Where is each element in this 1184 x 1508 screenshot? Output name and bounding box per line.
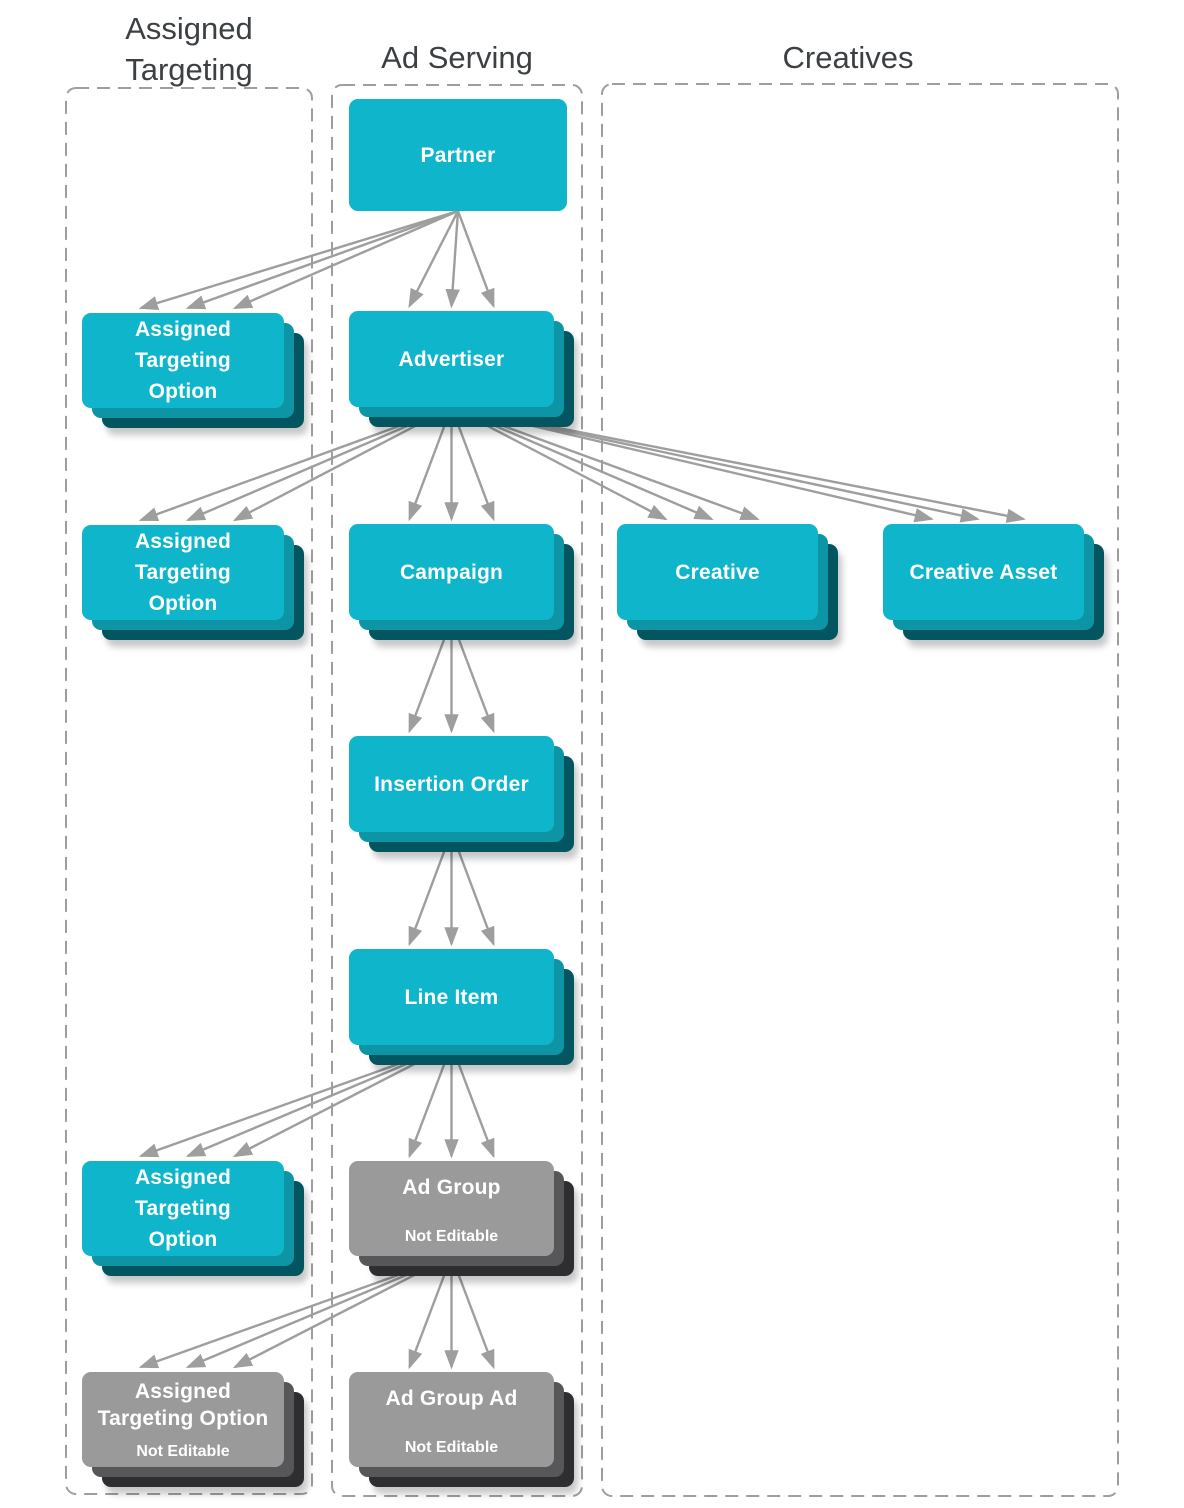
edge-campaign-to-insertion_order (450, 619, 495, 734)
node-assigned-targeting-option-3: Assigned Targeting Option (82, 1161, 284, 1256)
edge-ad_group-to-ad_group_ad (450, 1255, 495, 1370)
node-ad-group: Ad Group Not Editable (349, 1161, 554, 1256)
edge-insertion_order-to-line_item (408, 831, 453, 947)
node-label: Partner (420, 143, 496, 167)
node-label: Assigned Targeting Option (134, 530, 232, 615)
node-sublabel: Not Editable (404, 1438, 499, 1456)
node-label: Assigned Targeting Option (134, 1166, 232, 1251)
header-assigned-targeting: Assigned Targeting (125, 11, 253, 87)
node-label: Line Item (404, 985, 499, 1009)
node-creative-asset: Creative Asset (883, 524, 1084, 620)
assigned-targeting-column-border (65, 87, 313, 1495)
edge-line_item-to-ad_group (450, 1044, 495, 1159)
edge-partner-to-ato1 (232, 209, 459, 310)
edge-partner-to-advertiser (408, 210, 460, 309)
node-label: Assigned Targeting Option (134, 318, 232, 403)
edge-line_item-to-ato3 (138, 1043, 452, 1158)
node-assigned-targeting-option-1: Assigned Targeting Option (82, 313, 284, 408)
node-label: Ad Group (402, 1175, 501, 1199)
edge-advertiser-to-creative (451, 405, 760, 521)
edge-ad_group-to-ato4 (185, 1254, 452, 1369)
creatives-column-border (601, 83, 1119, 1497)
edge-line_item-to-ato3 (185, 1043, 452, 1158)
node-assigned-targeting-option-4: Assigned Targeting Option Not Editable (82, 1372, 284, 1467)
edge-line_item-to-ad_group (408, 1044, 453, 1159)
node-partner: Partner (349, 99, 567, 211)
edge-insertion_order-to-line_item (450, 831, 495, 947)
edge-partner-to-advertiser (456, 210, 495, 309)
edge-advertiser-to-creative_asset (451, 405, 934, 523)
node-label: Advertiser (398, 347, 505, 371)
edge-ad_group-to-ato4 (138, 1254, 452, 1369)
node-label: Insertion Order (374, 772, 529, 796)
edge-advertiser-to-creative_asset (451, 405, 1026, 523)
edge-advertiser-to-ato2 (185, 405, 452, 522)
header-ad-serving: Ad Serving (381, 40, 533, 75)
ad-serving-column-border (331, 84, 583, 1497)
edge-advertiser-to-creative (451, 405, 714, 521)
node-line-item: Line Item (349, 949, 554, 1045)
node-sublabel: Not Editable (136, 1443, 230, 1460)
edge-advertiser-to-ato2 (232, 405, 453, 522)
node-label: Campaign (399, 560, 504, 584)
node-campaign: Campaign (349, 524, 554, 620)
edge-partner-to-advertiser (445, 210, 460, 309)
edge-partner-to-ato1 (185, 209, 459, 310)
node-ad-group-ad: Ad Group Ad Not Editable (349, 1372, 554, 1467)
node-creative: Creative (617, 524, 818, 620)
node-advertiser: Advertiser (349, 311, 554, 407)
edge-advertiser-to-ato2 (138, 405, 452, 522)
edge-campaign-to-insertion_order (408, 619, 453, 734)
edge-partner-to-ato1 (138, 209, 459, 310)
node-label: Ad Group Ad (385, 1386, 518, 1410)
header-creatives: Creatives (782, 40, 914, 75)
edge-advertiser-to-creative (450, 405, 668, 521)
node-label: Creative (675, 560, 760, 584)
node-sublabel: Not Editable (404, 1227, 499, 1245)
edge-ad_group-to-ato4 (232, 1254, 453, 1369)
edge-line_item-to-ato3 (232, 1043, 453, 1158)
edge-advertiser-to-campaign (408, 406, 453, 522)
node-insertion-order: Insertion Order (349, 736, 554, 832)
edge-ad_group-to-ad_group_ad (408, 1255, 453, 1370)
node-assigned-targeting-option-2: Assigned Targeting Option (82, 525, 284, 620)
node-label: Creative Asset (909, 560, 1058, 584)
edge-advertiser-to-campaign (450, 406, 495, 522)
node-label: Assigned Targeting Option (97, 1380, 269, 1430)
edge-arrows (138, 209, 1026, 1370)
edge-advertiser-to-creative_asset (451, 405, 980, 523)
